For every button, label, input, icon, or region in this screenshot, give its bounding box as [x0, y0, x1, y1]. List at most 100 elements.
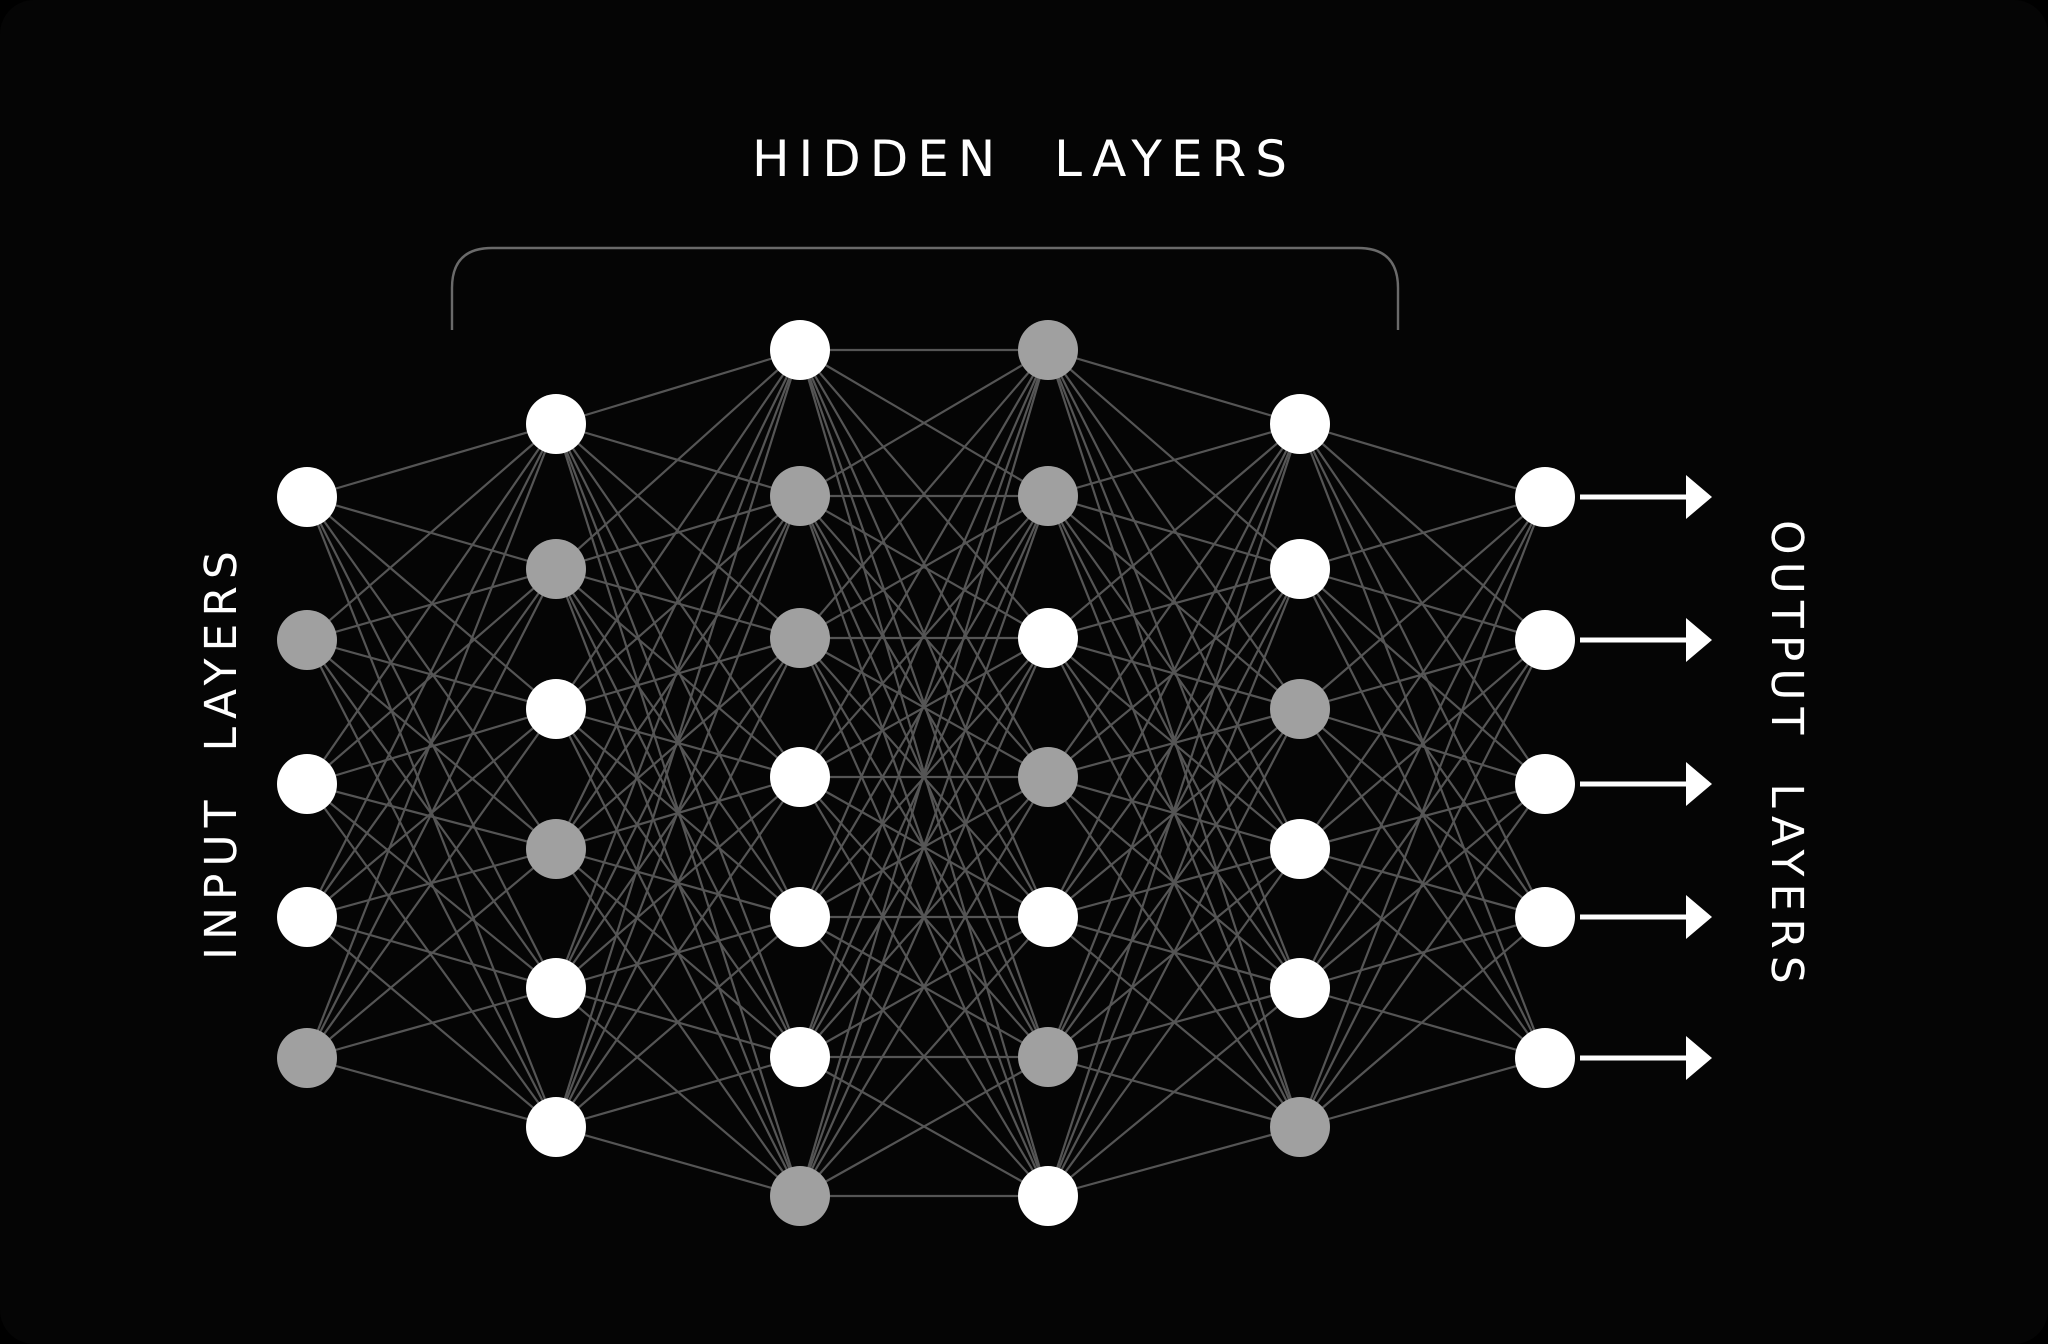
neuron-node-hidden-layer-2-3[interactable] [770, 747, 830, 807]
neuron-node-hidden-layer-4-4[interactable] [1270, 958, 1330, 1018]
neuron-node-output-layer-1[interactable] [1515, 610, 1575, 670]
neuron-node-hidden-layer-3-3[interactable] [1018, 747, 1078, 807]
neuron-node-hidden-layer-1-4[interactable] [526, 958, 586, 1018]
neuron-node-input-layer-4[interactable] [277, 1028, 337, 1088]
edge [1299, 496, 1546, 850]
edge [1299, 496, 1546, 989]
edge [1047, 494, 1301, 571]
edge [1299, 783, 1546, 989]
edge [555, 349, 801, 850]
node-group [277, 320, 1575, 1226]
output-arrow-head-4 [1686, 1036, 1712, 1080]
edge [554, 349, 802, 989]
edge [1299, 639, 1546, 1128]
edge [1047, 708, 1301, 1197]
neuron-node-output-layer-4[interactable] [1515, 1028, 1575, 1088]
edge [799, 495, 1049, 639]
neuron-node-hidden-layer-3-6[interactable] [1018, 1166, 1078, 1226]
edge [1299, 1056, 1546, 1129]
edge [306, 568, 557, 785]
neuron-node-hidden-layer-4-0[interactable] [1270, 394, 1330, 454]
edge [1047, 423, 1301, 639]
neuron-node-hidden-layer-4-3[interactable] [1270, 819, 1330, 879]
neuron-node-hidden-layer-4-2[interactable] [1270, 679, 1330, 739]
edge [306, 423, 557, 641]
neuron-node-input-layer-0[interactable] [277, 467, 337, 527]
output-arrow-group [1580, 475, 1712, 1080]
neuron-node-hidden-layer-2-0[interactable] [770, 320, 830, 380]
edge [1299, 422, 1546, 499]
edge [306, 782, 557, 851]
neuron-node-hidden-layer-3-0[interactable] [1018, 320, 1078, 380]
neuron-node-hidden-layer-2-1[interactable] [770, 466, 830, 526]
neuron-node-hidden-layer-2-4[interactable] [770, 887, 830, 947]
edge [799, 495, 1049, 778]
edge [1047, 349, 1301, 710]
edge [1299, 783, 1546, 1128]
edge [1047, 987, 1301, 1197]
edge [1299, 567, 1546, 642]
output-layers-label: OUTPUT LAYERS [1761, 520, 1812, 991]
edge [555, 637, 801, 1128]
edge [1046, 568, 1302, 1197]
edge [555, 348, 801, 426]
neuron-node-hidden-layer-1-2[interactable] [526, 679, 586, 739]
edge [555, 495, 801, 710]
edge [1299, 782, 1546, 851]
output-arrow-head-1 [1686, 618, 1712, 662]
edge [1299, 915, 1546, 990]
edge [1047, 567, 1301, 640]
edge [555, 349, 801, 570]
edge [799, 349, 1049, 497]
neuron-node-output-layer-0[interactable] [1515, 467, 1575, 527]
edge [1047, 348, 1301, 426]
edge [1046, 423, 1302, 1197]
input-layers-label: INPUT LAYERS [196, 544, 247, 960]
neuron-node-hidden-layer-4-1[interactable] [1270, 539, 1330, 599]
edge [555, 776, 801, 1128]
neuron-node-input-layer-1[interactable] [277, 610, 337, 670]
edge [799, 349, 1049, 778]
neuron-node-hidden-layer-3-5[interactable] [1018, 1027, 1078, 1087]
edge [555, 1125, 801, 1198]
neuron-node-output-layer-2[interactable] [1515, 754, 1575, 814]
neuron-node-hidden-layer-1-0[interactable] [526, 394, 586, 454]
edge [306, 986, 557, 1060]
edge [554, 349, 802, 1128]
edge [306, 423, 557, 918]
neuron-node-hidden-layer-2-5[interactable] [770, 1027, 830, 1087]
edge [306, 1056, 557, 1129]
bracket-path [450, 246, 1400, 330]
neuron-node-hidden-layer-1-3[interactable] [526, 819, 586, 879]
edge [306, 783, 557, 1128]
edge [1047, 422, 1301, 498]
edge [798, 349, 1050, 1058]
neuron-node-input-layer-3[interactable] [277, 887, 337, 947]
hidden-layers-title: HIDDEN LAYERS [751, 130, 1297, 188]
neuron-node-hidden-layer-2-6[interactable] [770, 1166, 830, 1226]
edge [306, 496, 557, 850]
neuron-node-hidden-layer-1-5[interactable] [526, 1097, 586, 1157]
neuron-node-hidden-layer-1-1[interactable] [526, 539, 586, 599]
neuron-node-input-layer-2[interactable] [277, 754, 337, 814]
neuron-node-hidden-layer-3-2[interactable] [1018, 608, 1078, 668]
edge [1047, 568, 1301, 778]
edge [306, 568, 557, 1059]
output-arrow-head-0 [1686, 475, 1712, 519]
edge [1046, 423, 1302, 1058]
edge [306, 783, 557, 989]
edge [1047, 1125, 1301, 1198]
neuron-node-output-layer-3[interactable] [1515, 887, 1575, 947]
neuron-node-hidden-layer-4-5[interactable] [1270, 1097, 1330, 1157]
edge [306, 707, 557, 786]
neuron-node-hidden-layer-3-4[interactable] [1018, 887, 1078, 947]
edge [798, 349, 1050, 1197]
edge [799, 916, 1049, 1197]
edge [799, 349, 1049, 639]
neuron-node-hidden-layer-2-2[interactable] [770, 608, 830, 668]
neuron-node-hidden-layer-3-1[interactable] [1018, 466, 1078, 526]
edge [306, 708, 557, 1059]
